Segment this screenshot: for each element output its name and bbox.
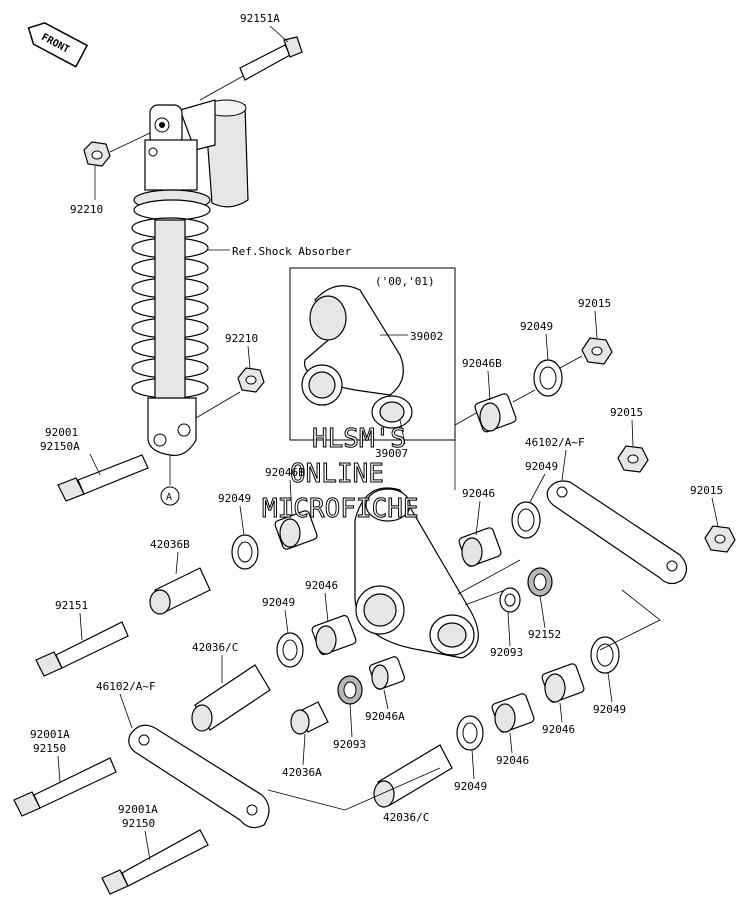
bearing-92046-right-lower — [541, 663, 585, 703]
washer-92049-lower — [456, 715, 484, 751]
label-92001a-lower: 92001A — [118, 803, 158, 816]
label-92001a-upper: 92001A — [30, 728, 70, 741]
label-42036c-upper: 42036/C — [192, 641, 238, 654]
label-92150-lower: 92150 — [122, 817, 155, 830]
washer-92049-upper — [512, 359, 563, 403]
shock-absorber — [131, 99, 249, 485]
nut-92210-mid — [195, 367, 265, 419]
watermark-line-2: ONLINE — [290, 459, 384, 489]
label-92093-center: 92093 — [333, 738, 366, 751]
bolt-92001 — [57, 454, 149, 502]
watermark: HLSM'S ONLINE MICROFICHE — [262, 424, 420, 525]
label-92049-lower: 92049 — [454, 780, 487, 793]
washer-92049-right — [511, 501, 541, 539]
label-92046a: 92046A — [365, 710, 405, 723]
label-92049-right: 92049 — [525, 460, 558, 473]
label-92015-right-bottom: 92015 — [690, 484, 723, 497]
bolt-92151 — [35, 621, 129, 677]
label-92049-upper: 92049 — [520, 320, 553, 333]
label-92049-right-lower: 92049 — [593, 703, 626, 716]
rocker-arm — [354, 487, 479, 659]
label-39007: 39007 — [375, 447, 408, 460]
collar-42036a — [290, 701, 329, 735]
bearing-92046-left-mid — [311, 614, 357, 656]
label-92210-top: 92210 — [70, 203, 103, 216]
label-ref-shock-absorber: Ref.Shock Absorber — [232, 245, 352, 258]
label-92046b-left: 92046B — [265, 466, 305, 479]
label-92046-center: 92046 — [462, 487, 495, 500]
label-92049-left-top: 92049 — [218, 492, 251, 505]
nut-92210-top — [83, 131, 153, 167]
label-46102-left: 46102/A~F — [96, 680, 156, 693]
bolt-92001a-upper — [13, 757, 117, 817]
collar-42036c-upper — [191, 664, 271, 732]
tie-rod-46102-left — [128, 724, 270, 829]
shock-spring — [131, 217, 209, 399]
label-42036a: 42036A — [282, 766, 322, 779]
label-42036c-lower: 42036/C — [383, 811, 429, 824]
washer-92093-right — [499, 587, 521, 613]
label-92046b-upper: 92046B — [462, 357, 502, 370]
washer-92049-left-top — [231, 534, 259, 570]
nut-92015-upper — [559, 337, 613, 369]
bolt-92151a — [199, 36, 303, 101]
tie-rod-46102-right — [546, 480, 688, 585]
bearing-92046b-left — [274, 510, 318, 550]
label-92093-right: 92093 — [490, 646, 523, 659]
label-leaders — [57, 25, 719, 861]
label-39002: 39002 — [410, 330, 443, 343]
label-92015-upper: 92015 — [578, 297, 611, 310]
label-92001: 92001 — [45, 426, 78, 439]
label-92046-lower: 92046 — [496, 754, 529, 767]
label-92152: 92152 — [528, 628, 561, 641]
label-92150-upper: 92150 — [33, 742, 66, 755]
inset-years: ('00,'01) — [375, 275, 435, 288]
collar-42036b — [149, 567, 211, 615]
watermark-line-3: MICROFICHE — [262, 494, 419, 524]
label-92046-left-mid: 92046 — [305, 579, 338, 592]
label-92046-right-lower: 92046 — [542, 723, 575, 736]
seal-92152 — [527, 567, 553, 597]
watermark-line-1: HLSM'S — [312, 424, 406, 454]
bearing-92046-lower — [491, 693, 535, 733]
bearing-92046a — [368, 656, 406, 690]
inset-box: ('00,'01) — [289, 267, 456, 445]
bearing-92046b-upper — [474, 393, 517, 433]
label-92015-right-top: 92015 — [610, 406, 643, 419]
seal-92093-center — [337, 675, 363, 705]
washer-92049-left-mid — [276, 632, 304, 668]
label-46102-right: 46102/A~F — [525, 436, 585, 449]
bearing-92046-center — [458, 527, 502, 567]
nut-92015-right-top — [617, 445, 649, 473]
part-labels: 92151A 92210 Ref.Shock Absorber 92210 92… — [30, 12, 723, 830]
nut-92015-right-bottom — [704, 525, 736, 553]
label-92150a: 92150A — [40, 440, 80, 453]
reference-a-marker: A — [160, 486, 180, 506]
reference-a-label: A — [166, 492, 172, 503]
bolt-92001a-lower — [101, 829, 209, 895]
front-arrow: FRONT — [27, 22, 89, 68]
collar-42036c-lower — [373, 744, 453, 808]
label-92210-mid: 92210 — [225, 332, 258, 345]
label-42036b: 42036B — [150, 538, 190, 551]
label-92049-left-mid: 92049 — [262, 596, 295, 609]
label-92151a: 92151A — [240, 12, 280, 25]
label-92151: 92151 — [55, 599, 88, 612]
